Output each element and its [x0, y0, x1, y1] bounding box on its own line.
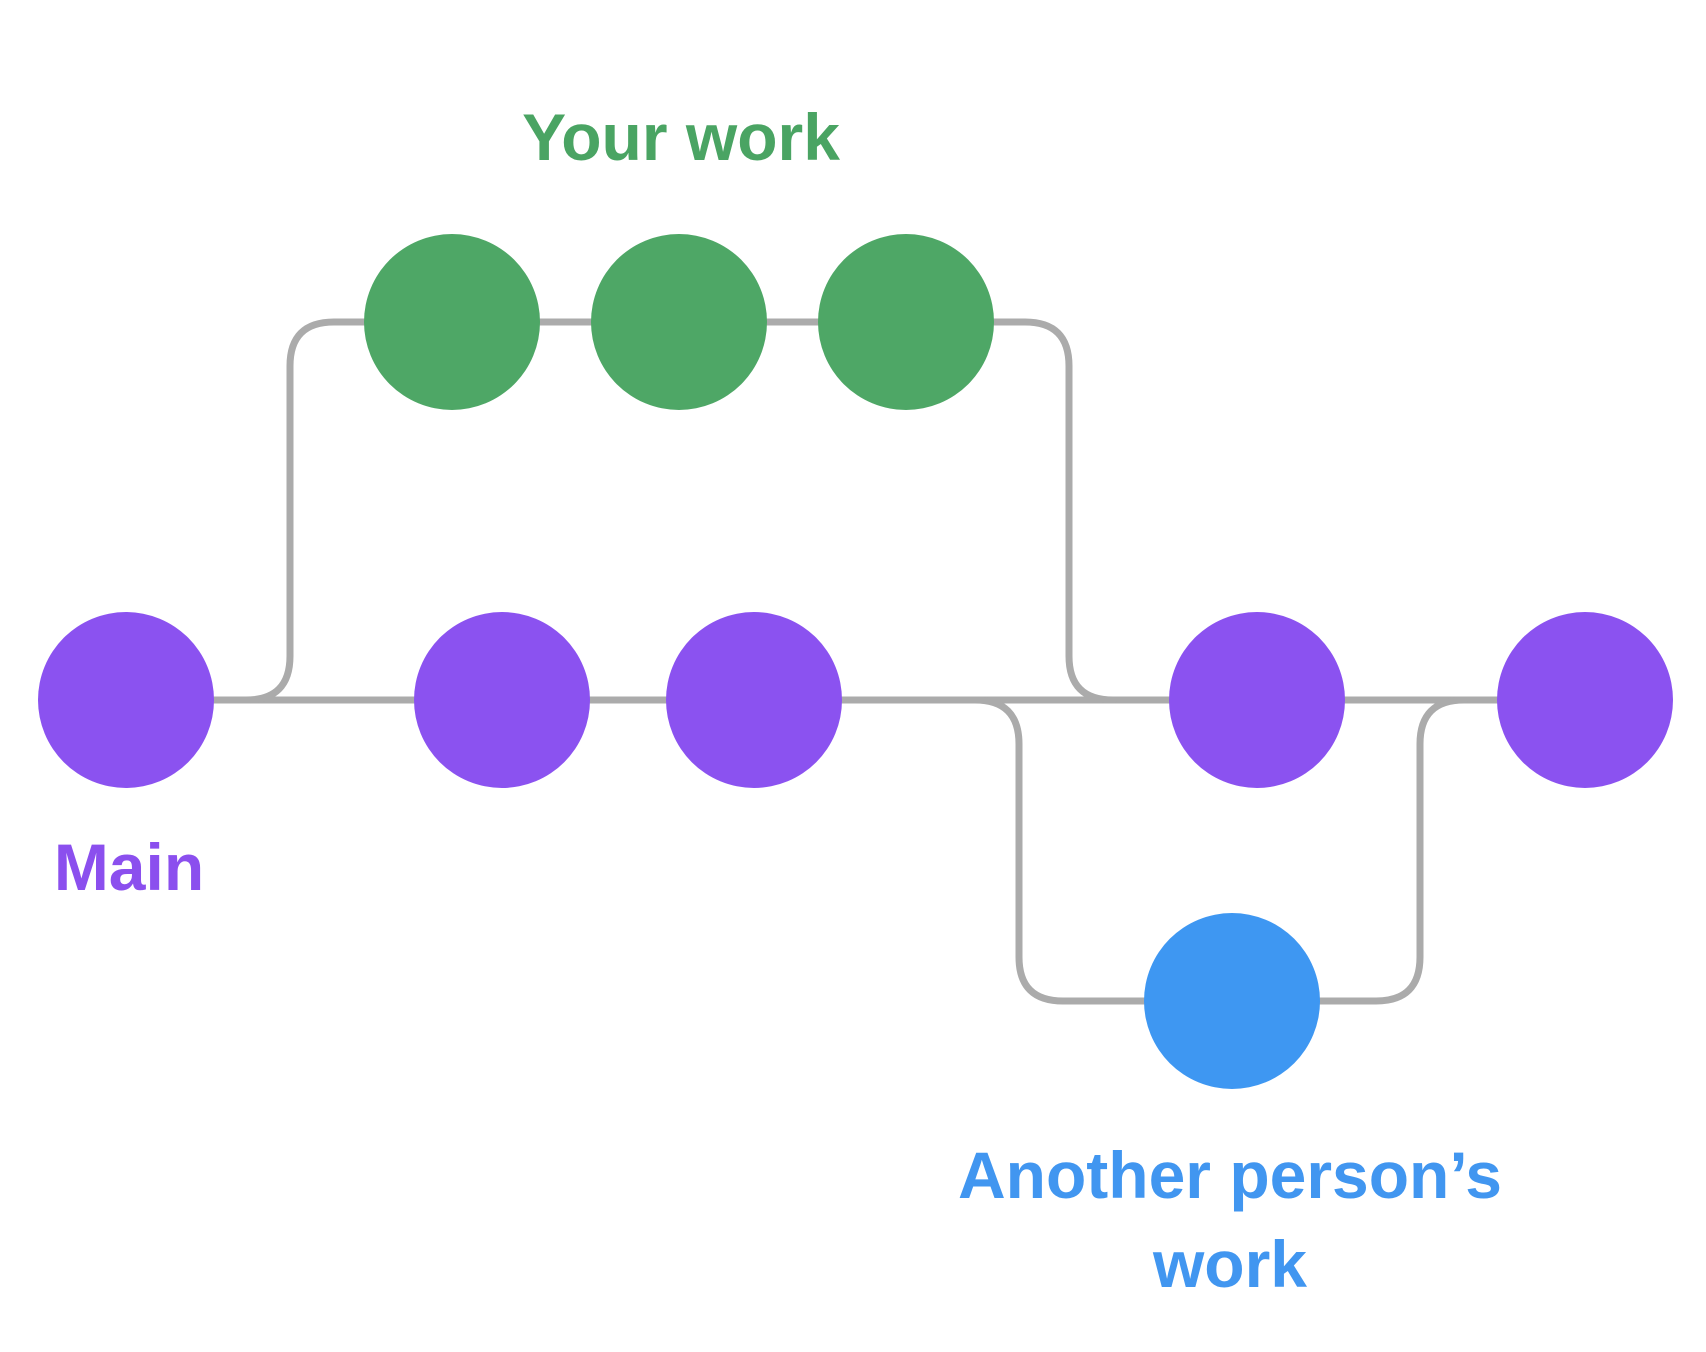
- commit-node-main-5: [1497, 612, 1673, 788]
- commit-node-your-work-1: [364, 234, 540, 410]
- branch-labels: Your work Main Another person’s work: [54, 100, 1502, 1301]
- label-main: Main: [54, 830, 204, 904]
- commit-node-your-work-3: [818, 234, 994, 410]
- connector-lines: [122, 318, 1589, 1005]
- commit-node-main-2: [414, 612, 590, 788]
- commit-node-main-3: [666, 612, 842, 788]
- another-person-commits: [1144, 913, 1320, 1089]
- commit-node-main-4: [1169, 612, 1345, 788]
- your-work-commits: [364, 234, 994, 410]
- main-commits: [38, 612, 1673, 788]
- label-your-work: Your work: [522, 100, 840, 174]
- label-another-person-line1: Another person’s: [958, 1138, 1502, 1212]
- label-another-person-line2: work: [1152, 1227, 1307, 1301]
- commit-node-another-person-1: [1144, 913, 1320, 1089]
- commit-node-your-work-2: [591, 234, 767, 410]
- commit-node-main-1: [38, 612, 214, 788]
